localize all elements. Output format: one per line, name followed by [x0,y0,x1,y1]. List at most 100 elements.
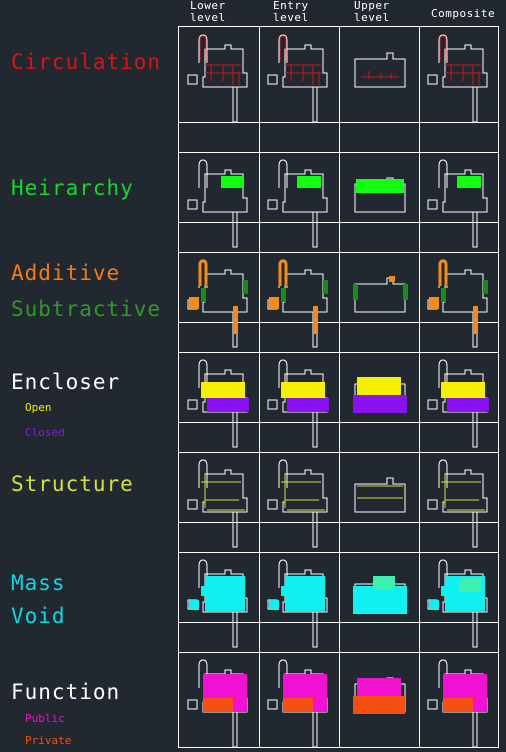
plan-drawing [187,34,248,123]
plan-drawing [267,559,328,648]
subtractive-block [403,284,408,300]
subtractive-block [323,280,328,294]
plan-cell [179,452,259,552]
annex-square [187,74,198,85]
plan-cell [259,652,339,752]
closed-block [447,398,489,412]
grid-divider [179,252,498,253]
grid-divider [179,152,498,153]
plan-outline [282,469,328,513]
plan-group [267,559,328,648]
stem-outline [312,87,318,123]
plan-cell [339,652,419,752]
annex-square [427,199,438,210]
private-block [283,698,313,712]
annex-square [267,74,278,85]
plan-drawing [267,459,328,548]
stair-outline [438,459,448,488]
subtractive-block [483,280,488,294]
plan-cell [339,552,419,652]
column-header-line: level [354,11,390,24]
plan-cell [339,352,419,452]
mass-block [201,586,207,596]
circulation-path [279,35,321,85]
plan-drawing [187,659,248,748]
plan-group [353,677,406,714]
stem-outline [232,612,238,648]
void-block [459,578,481,592]
grid-divider [179,222,498,223]
column-header-line: Composite [431,7,496,20]
public-block [283,674,327,700]
plan-cell [259,352,339,452]
row-label-function: Function [11,680,121,704]
stair-outline [198,34,208,63]
stair-outline [278,34,288,63]
plan-drawing [267,359,329,448]
open-block [201,382,245,398]
plan-outline [282,269,328,313]
stem-outline [312,512,318,548]
row-label-structure: Structure [11,472,134,496]
plan-drawing [354,177,406,213]
plan-group [354,477,406,513]
row-label-mass: Mass [11,571,66,595]
plan-outline [202,469,248,513]
annex-square [187,699,198,710]
subtractive-block [201,288,206,302]
stem-outline [472,87,478,123]
mass-block [285,576,325,612]
column-header-line: level [190,11,226,24]
plan-group [187,559,248,648]
stair-outline [438,359,448,388]
stair-outline [278,159,288,188]
open-block [281,382,325,398]
plan-cell [419,252,499,352]
stem-outline [232,512,238,548]
plan-cell [419,552,499,652]
plan-group [353,576,407,614]
row-label-subtractive: Subtractive [11,297,162,321]
mass-annex [189,600,199,610]
plan-group [267,159,328,248]
plan-drawing [427,159,488,248]
closed-block [353,395,407,413]
annex-square [187,199,198,210]
stem-outline [232,87,238,123]
stair-outline [438,159,448,188]
plan-group [427,159,488,248]
column-header-upper: Upper level [354,0,390,24]
stem-outline [312,612,318,648]
public-block [473,698,487,712]
stem-outline [312,712,318,748]
additive-stair [278,259,288,286]
grid-divider [179,322,498,323]
row-label-additive: Additive [11,261,121,285]
plan-group [353,276,408,313]
grid-divider [179,422,498,423]
additive-stair [438,259,448,286]
legend-open: Open [25,401,52,414]
plan-drawing [354,477,406,513]
plan-drawing [427,359,489,448]
plan-cell [339,252,419,352]
mass-block [205,576,245,612]
closed-block [207,398,249,412]
annex-square [267,399,278,410]
stem-outline [232,712,238,748]
annex-square [267,199,278,210]
plan-cell [259,252,339,352]
mass-block [281,586,287,596]
legend-private: Private [25,734,72,747]
grid-divider [179,352,498,353]
additive-stem [233,306,238,334]
mass-block [441,586,447,596]
annex-square [267,699,278,710]
public-block [357,678,401,698]
plan-group [427,659,488,748]
plan-drawing [353,677,406,714]
plan-outline [282,44,328,88]
plan-drawing [187,559,248,648]
stem-outline [472,212,478,248]
plan-cell [179,552,259,652]
